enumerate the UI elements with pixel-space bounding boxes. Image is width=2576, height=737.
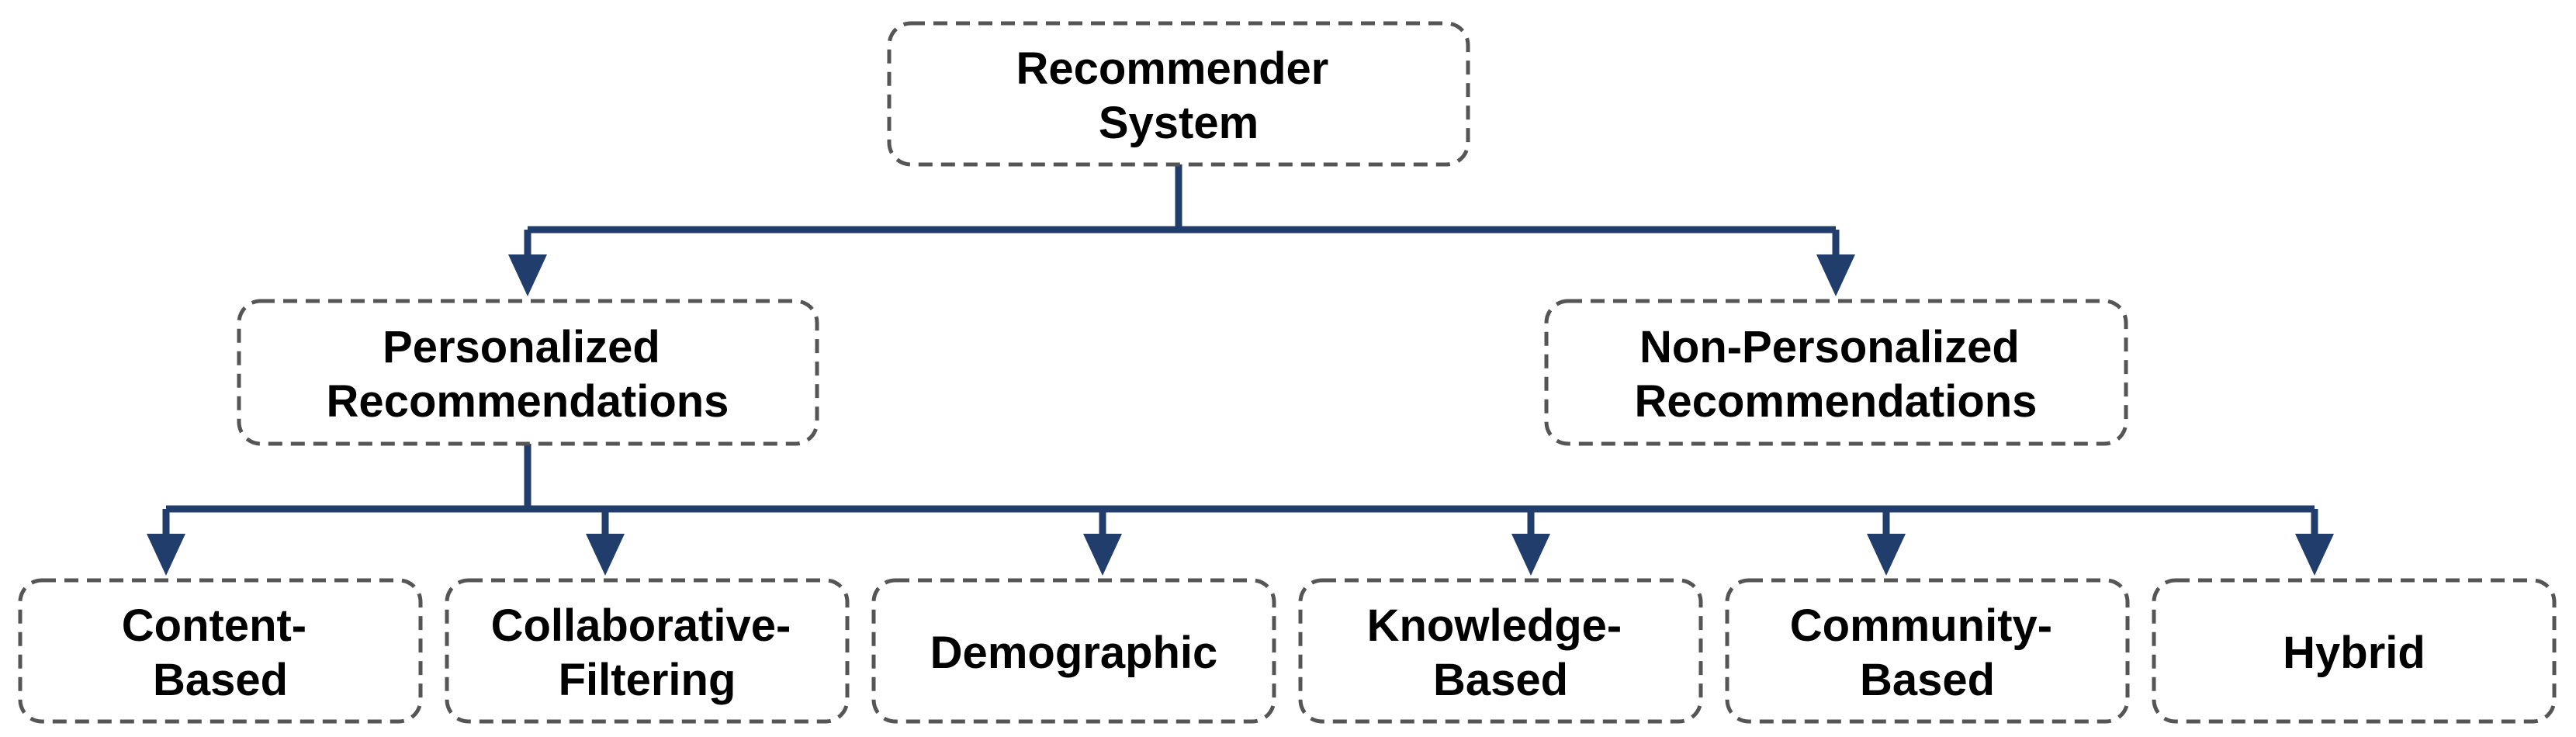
- label-demographic: Demographic: [930, 628, 1218, 678]
- label-community-based-line-2: Based: [1860, 655, 1995, 705]
- label-hybrid: Hybrid: [2283, 628, 2425, 678]
- arrowhead-community-based: [1867, 534, 1906, 576]
- connector-lines: [162, 164, 2318, 555]
- node-boxes: [18, 21, 2557, 724]
- label-personalized-line-1: Personalized: [383, 322, 660, 372]
- arrowhead-collaborative: [586, 534, 625, 576]
- label-community-based: Community- Based: [1790, 600, 2065, 705]
- node-box-personalized: [237, 299, 819, 446]
- node-box-root: [887, 21, 1470, 167]
- node-box-collaborative: [445, 578, 850, 724]
- label-root-line-1: Recommender: [1016, 43, 1328, 94]
- label-knowledge-based-line-1: Knowledge-: [1367, 600, 1622, 651]
- node-box-non-personalized: [1544, 299, 2128, 446]
- arrowhead-demographic: [1083, 534, 1122, 576]
- arrowhead-knowledge-based: [1511, 534, 1550, 576]
- label-collaborative-line-2: Filtering: [559, 655, 736, 705]
- arrowheads: [147, 254, 2334, 576]
- label-collaborative-line-1: Collaborative-: [491, 600, 791, 651]
- label-personalized-line-2: Recommendations: [327, 376, 729, 427]
- node-box-content-based: [18, 578, 423, 724]
- label-personalized: Personalized Recommendations: [327, 322, 729, 427]
- label-knowledge-based-line-2: Based: [1433, 655, 1568, 705]
- node-box-hybrid: [2152, 578, 2557, 724]
- node-labels: Recommender System Personalized Recommen…: [122, 43, 2425, 705]
- arrowhead-non-personalized: [1816, 254, 1855, 296]
- label-non-personalized-line-1: Non-Personalized: [1639, 322, 2020, 372]
- arrowhead-content-based: [147, 534, 185, 576]
- label-collaborative: Collaborative- Filtering: [491, 600, 804, 705]
- label-community-based-line-1: Community-: [1790, 600, 2052, 651]
- label-non-personalized-line-2: Recommendations: [1635, 376, 2038, 427]
- label-root: Recommender System: [1016, 43, 1341, 148]
- arrowhead-personalized: [508, 254, 547, 296]
- node-box-knowledge-based: [1298, 578, 1703, 724]
- label-hybrid-line-1: Hybrid: [2283, 628, 2425, 678]
- arrowhead-hybrid: [2295, 534, 2334, 576]
- node-box-demographic: [871, 578, 1276, 724]
- label-content-based: Content- Based: [122, 600, 320, 705]
- label-content-based-line-2: Based: [153, 655, 288, 705]
- label-root-line-2: System: [1099, 98, 1259, 148]
- node-box-community-based: [1725, 578, 2130, 724]
- label-content-based-line-1: Content-: [122, 600, 306, 651]
- label-non-personalized: Non-Personalized Recommendations: [1635, 322, 2038, 427]
- label-knowledge-based: Knowledge- Based: [1367, 600, 1635, 705]
- label-demographic-line-1: Demographic: [930, 628, 1218, 678]
